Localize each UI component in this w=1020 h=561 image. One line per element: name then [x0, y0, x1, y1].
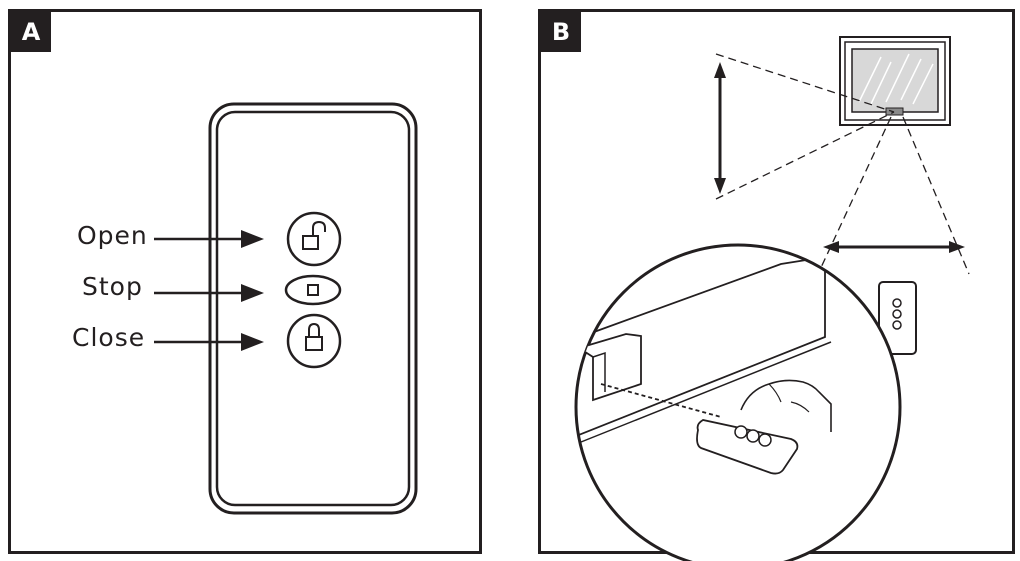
open-arrow [154, 230, 264, 248]
close-label: Close [72, 323, 146, 352]
locked-padlock-icon [305, 322, 323, 351]
panel-a-drawing [154, 102, 418, 515]
panel-a: A Open Stop Close [8, 9, 482, 554]
open-label: Open [77, 221, 148, 250]
close-arrow [154, 333, 264, 351]
receiver-window [839, 36, 951, 126]
remote-control [208, 102, 418, 515]
panel-b-drawing [574, 36, 970, 561]
handheld-remote [696, 419, 799, 475]
unlocked-padlock-icon [302, 220, 326, 250]
square-stop-icon [307, 284, 319, 296]
infrared-sensor [885, 107, 904, 116]
horizontal-range-arrow [823, 241, 965, 253]
stop-label: Stop [82, 272, 143, 301]
vertical-range-arrow [714, 62, 726, 194]
receiver-bracket [576, 333, 642, 402]
small-remote [878, 281, 917, 355]
panel-b: B [538, 9, 1015, 561]
panel-b-tag: B [541, 12, 581, 52]
panel-a-tag: A [11, 12, 51, 52]
close-button[interactable] [286, 313, 342, 369]
magnified-inset [574, 243, 902, 561]
hand [740, 379, 832, 432]
stop-button[interactable] [284, 274, 342, 306]
open-button[interactable] [286, 211, 342, 267]
stop-arrow [154, 284, 264, 302]
